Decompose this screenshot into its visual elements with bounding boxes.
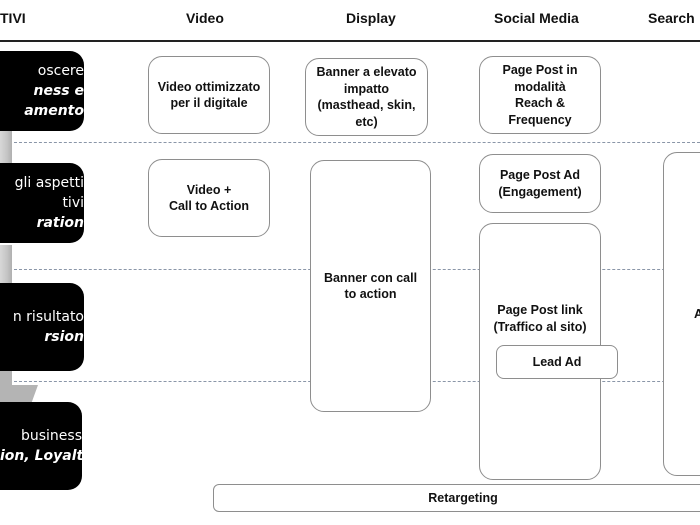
funnel-arrow-segment (0, 130, 12, 170)
objective-text: business (20, 428, 82, 444)
display-banner-cta-box: Banner con call to action (310, 160, 431, 412)
box-text: Video + (186, 182, 232, 197)
objective-text: amento (24, 103, 84, 119)
funnel-arrow-head (0, 365, 38, 407)
header-divider (0, 40, 700, 42)
box-text: Reach & (514, 96, 566, 110)
social-engagement-box: Page Post Ad (Engagement) (479, 154, 601, 213)
display-banner-impact-box: Banner a elevato impatto (masthead, skin… (305, 58, 428, 136)
column-header-display: Display (346, 10, 396, 26)
objective-text: n risultato (12, 309, 84, 325)
social-lead-ad-box: Lead Ad (496, 345, 618, 379)
box-text: etc) (355, 114, 378, 129)
box-text: Retargeting (428, 490, 498, 505)
column-header-search: Search (648, 10, 695, 26)
search-box: A (663, 152, 700, 476)
objective-text: oscere (37, 63, 84, 79)
objective-text: tivi (62, 195, 84, 211)
box-text: (Engagement) (498, 184, 582, 199)
box-text: (Traffico al sito) (493, 319, 587, 334)
box-text: Page Post link (497, 303, 583, 317)
box-text: Banner a elevato (316, 65, 417, 79)
objective-conversion: n risultato rsion (0, 283, 84, 371)
column-header-social-media: Social Media (494, 10, 579, 26)
box-text: Frequency (508, 112, 572, 127)
box-text: Page Post in (502, 63, 578, 77)
box-text: modalità (514, 79, 566, 94)
box-text: Banner con call (323, 270, 418, 285)
objective-consideration: gli aspetti tivi ration (0, 163, 84, 243)
funnel-arrow-segment (0, 245, 12, 290)
box-text: Video ottimizzato (157, 79, 261, 94)
objective-loyalty: business ion, Loyalty (0, 402, 93, 490)
row-separator (14, 142, 700, 143)
box-text: per il digitale (170, 96, 248, 110)
objective-text: rsion (44, 329, 84, 345)
column-header-video: Video (186, 10, 224, 26)
objective-text: ion, Loyalty (0, 448, 93, 464)
box-text: impatto (343, 81, 390, 96)
objective-text: ration (36, 215, 84, 231)
social-reach-box: Page Post in modalità Reach & Frequency (479, 56, 601, 134)
box-text: (masthead, skin, (317, 98, 416, 112)
objective-awareness: oscere ness e amento (0, 51, 84, 131)
box-text: to action (344, 287, 397, 301)
retargeting-bar: Retargeting (213, 484, 700, 512)
objective-text: ness e (33, 83, 85, 99)
box-text: Page Post Ad (499, 168, 581, 182)
box-text: Lead Ad (532, 354, 582, 369)
column-header-objectives: TIVI (0, 10, 26, 26)
box-text: A (694, 306, 700, 321)
video-cta-box: Video + Call to Action (148, 159, 270, 237)
box-text: Call to Action (168, 199, 250, 213)
objective-text: gli aspetti (14, 175, 84, 191)
video-optimized-box: Video ottimizzato per il digitale (148, 56, 270, 134)
